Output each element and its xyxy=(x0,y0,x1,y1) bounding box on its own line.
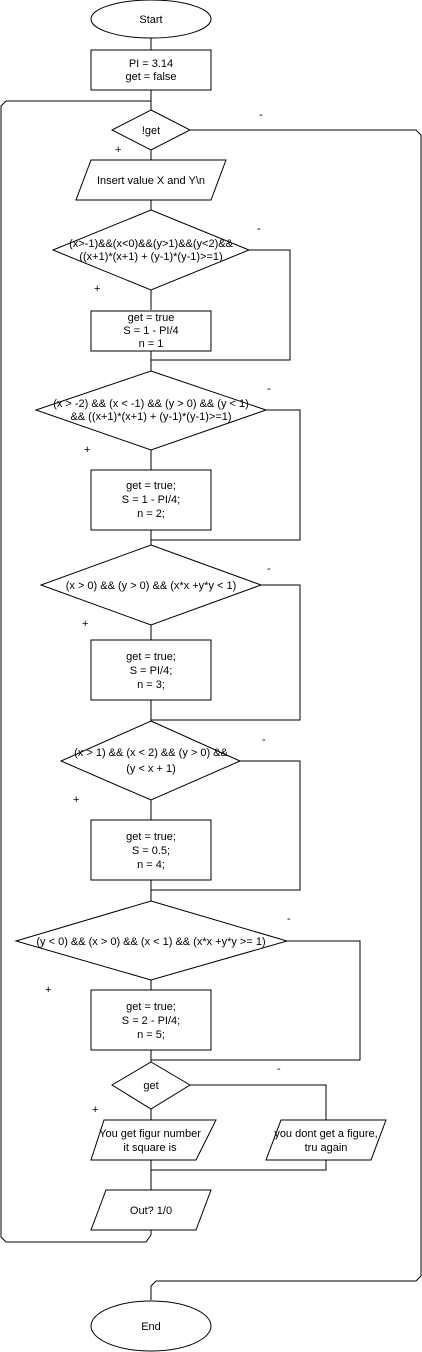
edge-check-no-end xyxy=(150,129,422,1300)
act3-line-1: get = true; xyxy=(126,651,176,663)
init-line-2: get = false xyxy=(125,71,176,83)
edge-cond2-no xyxy=(151,409,301,541)
connectors xyxy=(0,38,422,1300)
cond4-node: (x > 1) && (x < 2) && (y > 0) && (y < x … xyxy=(59,720,242,801)
branch-labels: + - + - + - + - + - + - + - xyxy=(45,109,291,1116)
out-no-line-1: you dont get a figure, xyxy=(274,1128,377,1140)
input-node: Insert value X and Y\n xyxy=(75,159,227,201)
start-shape xyxy=(90,0,212,39)
act3-shape xyxy=(90,639,212,701)
act4-node: get = true; S = 0.5; n = 4; xyxy=(90,819,212,881)
cond2-shape xyxy=(34,370,268,451)
cond5-shape xyxy=(14,900,289,981)
cond5-node: (y < 0) && (x > 0) && (x < 1) && (x*x +y… xyxy=(14,900,289,981)
out-no-node: you dont get a figure, tru again xyxy=(265,1119,387,1161)
act3-line-2: S = PI/4; xyxy=(130,665,173,677)
no-label-cond1: - xyxy=(257,223,261,235)
act5-line-2: S = 2 - PI/4; xyxy=(122,1015,180,1027)
act5-line-1: get = true; xyxy=(126,1001,176,1013)
edge-cond5-no xyxy=(151,940,361,1061)
init-line-1: PI = 3.14 xyxy=(129,58,173,70)
check-get2-label: get xyxy=(143,1080,158,1092)
edge-loop-back xyxy=(0,100,152,1243)
yes-label-check2: + xyxy=(92,1104,98,1116)
cond1-node: (x>-1)&&(x<0)&&(y>1)&&(y<2)&& ((x+1)*(x+… xyxy=(51,209,251,291)
act4-shape xyxy=(90,819,212,881)
act2-node: get = true; S = 1 - PI/4; n = 2; xyxy=(90,469,212,531)
cond4-line-1: (x > 1) && (x < 2) && (y > 0) && xyxy=(74,747,228,759)
no-label-check: - xyxy=(259,109,263,121)
act2-line-3: n = 2; xyxy=(137,508,165,520)
yes-label-cond4: + xyxy=(73,794,79,806)
out-prompt-shape xyxy=(90,1189,212,1231)
cond2-line-1: (x > -2) && (x < -1) && (y > 0) && (y < … xyxy=(53,398,249,410)
yes-label-cond2: + xyxy=(84,444,90,456)
act5-node: get = true; S = 2 - PI/4; n = 5; xyxy=(90,989,212,1051)
yes-label-cond5: + xyxy=(45,984,51,996)
act2-line-2: S = 1 - PI/4; xyxy=(122,494,180,506)
cond2-line-2: && ((x+1)*(x+1) + (y-1)*(y-1)>=1) xyxy=(70,411,231,423)
act5-shape xyxy=(90,989,212,1051)
out-prompt-node: Out? 1/0 xyxy=(90,1189,212,1231)
act1-node: get = true S = 1 - PI/4 n = 1 xyxy=(90,310,212,352)
out-no-line-2: tru again xyxy=(305,1142,348,1154)
start-label: Start xyxy=(139,14,162,26)
no-label-cond3: - xyxy=(267,563,271,575)
check-get-shape xyxy=(110,109,192,151)
act3-node: get = true; S = PI/4; n = 3; xyxy=(90,639,212,701)
act1-line-1: get = true xyxy=(128,312,175,324)
no-label-cond4: - xyxy=(262,734,266,746)
end-node: End xyxy=(90,1300,212,1352)
no-label-cond2: - xyxy=(267,383,271,395)
no-label-check2: - xyxy=(277,1063,281,1075)
end-label: End xyxy=(141,1321,161,1333)
init-node: PI = 3.14 get = false xyxy=(90,49,212,91)
input-shape xyxy=(75,159,227,201)
cond4-shape xyxy=(59,720,242,801)
act4-line-2: S = 0.5; xyxy=(132,845,170,857)
edge-cond4-no xyxy=(151,760,301,891)
out-yes-line-2: it square is xyxy=(123,1142,177,1154)
act1-line-2: S = 1 - PI/4 xyxy=(123,325,178,337)
check-get-node: !get xyxy=(110,109,192,151)
out-prompt-label: Out? 1/0 xyxy=(130,1205,172,1217)
yes-label-cond1: + xyxy=(94,283,100,295)
start-node: Start xyxy=(90,0,212,39)
yes-label-check: + xyxy=(115,144,121,156)
check-get2-node: get xyxy=(111,1061,191,1110)
act2-line-1: get = true; xyxy=(126,480,176,492)
yes-label-cond3: + xyxy=(82,618,88,630)
edge-cond3-no xyxy=(151,584,301,721)
no-label-cond5: - xyxy=(287,913,291,925)
act5-line-3: n = 5; xyxy=(137,1029,165,1041)
out-yes-line-1: You get figur number xyxy=(99,1128,201,1140)
act1-shape xyxy=(90,310,212,352)
init-shape xyxy=(90,49,212,91)
check-get-label: !get xyxy=(142,125,160,137)
input-label: Insert value X and Y\n xyxy=(97,175,205,187)
cond3-shape xyxy=(39,544,263,626)
act4-line-3: n = 4; xyxy=(137,859,165,871)
cond1-line-2: ((x+1)*(x+1) + (y-1)*(y-1)>=1) xyxy=(79,251,222,263)
cond1-shape xyxy=(51,209,251,291)
out-yes-shape xyxy=(90,1119,217,1161)
cond1-line-1: (x>-1)&&(x<0)&&(y>1)&&(y<2)&& xyxy=(69,238,233,250)
act1-line-3: n = 1 xyxy=(139,338,164,350)
act2-shape xyxy=(90,469,212,531)
check-get2-shape xyxy=(111,1061,191,1110)
cond4-line-2: (y < x + 1) xyxy=(126,763,176,775)
cond3-line-1: (x > 0) && (y > 0) && (x*x +y*y < 1) xyxy=(66,580,237,592)
out-no-shape xyxy=(265,1119,387,1161)
edge-check2-no xyxy=(190,1084,327,1120)
cond5-line-1: (y < 0) && (x > 0) && (x < 1) && (x*x +y… xyxy=(36,936,265,948)
edge-outno-merge xyxy=(151,1160,327,1171)
act3-line-3: n = 3; xyxy=(137,679,165,691)
edge-cond1-no xyxy=(151,249,291,361)
act4-line-1: get = true; xyxy=(126,831,176,843)
cond3-node: (x > 0) && (y > 0) && (x*x +y*y < 1) xyxy=(39,544,263,626)
out-yes-node: You get figur number it square is xyxy=(90,1119,217,1161)
cond2-node: (x > -2) && (x < -1) && (y > 0) && (y < … xyxy=(34,370,268,451)
end-shape xyxy=(90,1300,212,1352)
